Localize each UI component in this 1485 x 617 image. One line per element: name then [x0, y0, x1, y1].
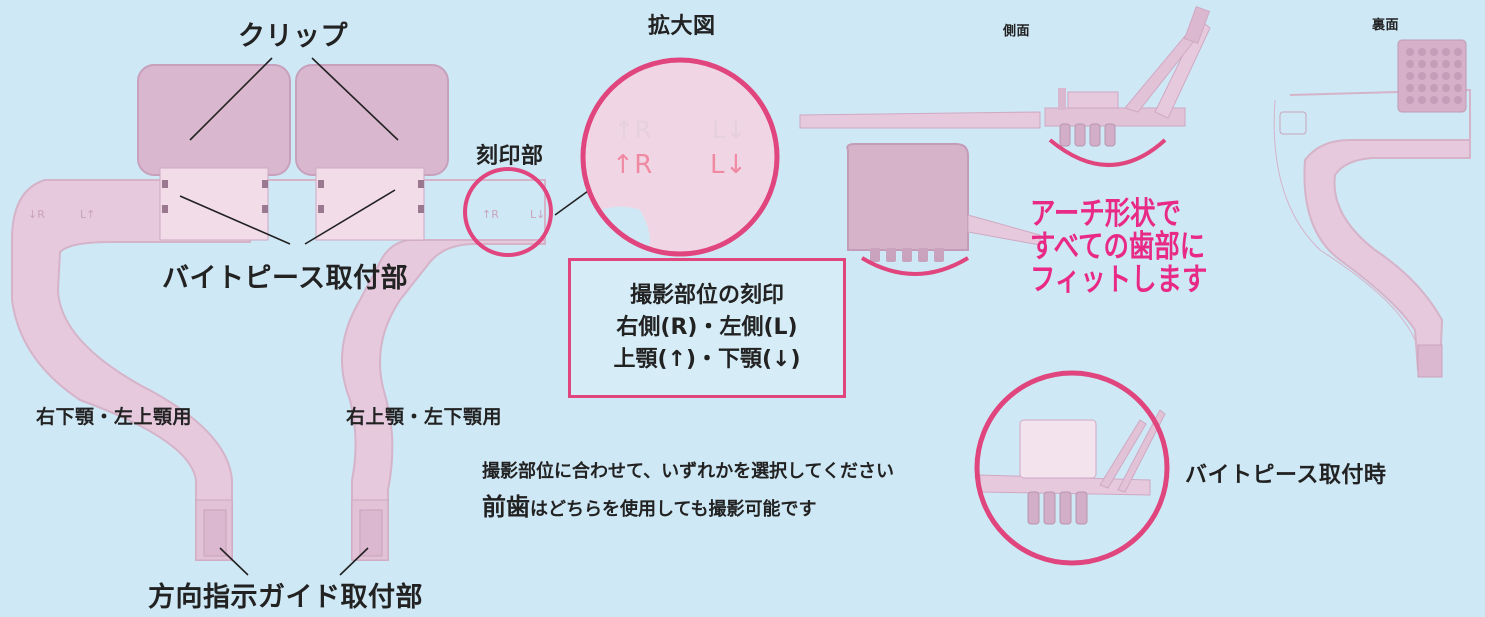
clip-left [137, 64, 291, 241]
label-stamp-part: 刻印部 [476, 144, 544, 169]
marking-line-1: 撮影部位の刻印 [629, 283, 784, 308]
label-side: 側面 [1003, 24, 1031, 39]
bite-studs [1406, 48, 1462, 104]
zoom-mark-faint-left: ↑R [614, 116, 652, 144]
arch-line-1: アーチ形状で [1030, 196, 1181, 232]
label-bitepiece-mount: バイトピース取付部 [162, 263, 409, 294]
arch-callout: アーチ形状で すべての歯部に フィットします [1030, 198, 1207, 297]
svg-text:L↑: L↑ [80, 208, 95, 221]
arch-line-3: フィットします [1030, 262, 1208, 298]
label-clip: クリップ [238, 21, 348, 52]
label-guide-mount: 方向指示ガイド取付部 [148, 582, 423, 613]
attached-view [974, 370, 1170, 566]
note-rest: はどちらを使用しても撮影可能です [530, 499, 817, 520]
note-paragraph-2: 前歯はどちらを使用しても撮影可能です [482, 492, 922, 525]
marking-info-box: 撮影部位の刻印 右側(R)・左側(L) 上顎(↑)・下顎(↓) [568, 258, 846, 398]
label-zoom: 拡大図 [648, 14, 716, 39]
stamp-circle [463, 167, 553, 257]
svg-text:↑R: ↑R [482, 208, 499, 221]
side-view-part [799, 5, 1211, 167]
label-left-holder-use: 右下顎・左上顎用 [36, 406, 193, 428]
bitepiece [846, 143, 1041, 276]
note-paragraph-1: 撮影部位に合わせて、いずれかを選択してください [482, 461, 895, 482]
label-right-holder-use: 右上顎・左下顎用 [346, 406, 503, 428]
svg-text:L↓: L↓ [530, 208, 545, 221]
zoom-mark-red-left: ↑R [612, 150, 653, 180]
svg-text:↓R: ↓R [28, 208, 45, 221]
holder-frame: ↓R L↑ ↑R L↓ [11, 179, 546, 561]
label-bitepiece-attached: バイトピース取付時 [1185, 463, 1387, 488]
note-emphasis: 前歯 [482, 493, 530, 521]
label-back: 裏面 [1372, 18, 1400, 33]
usage-note: 撮影部位に合わせて、いずれかを選択してください 前歯はどちらを使用しても撮影可能… [482, 458, 922, 525]
back-view-part [1273, 39, 1471, 378]
marking-line-3: 上顎(↑)・下顎(↓) [613, 347, 801, 372]
clip-right [295, 64, 449, 241]
arch-line-2: すべての歯部に [1030, 229, 1206, 265]
zoom-mark-faint-right: L↓ [712, 116, 747, 144]
marking-line-2: 右側(R)・左側(L) [616, 315, 798, 340]
leader-lines [179, 57, 607, 576]
zoom-mark-red-right: L↓ [710, 150, 748, 180]
